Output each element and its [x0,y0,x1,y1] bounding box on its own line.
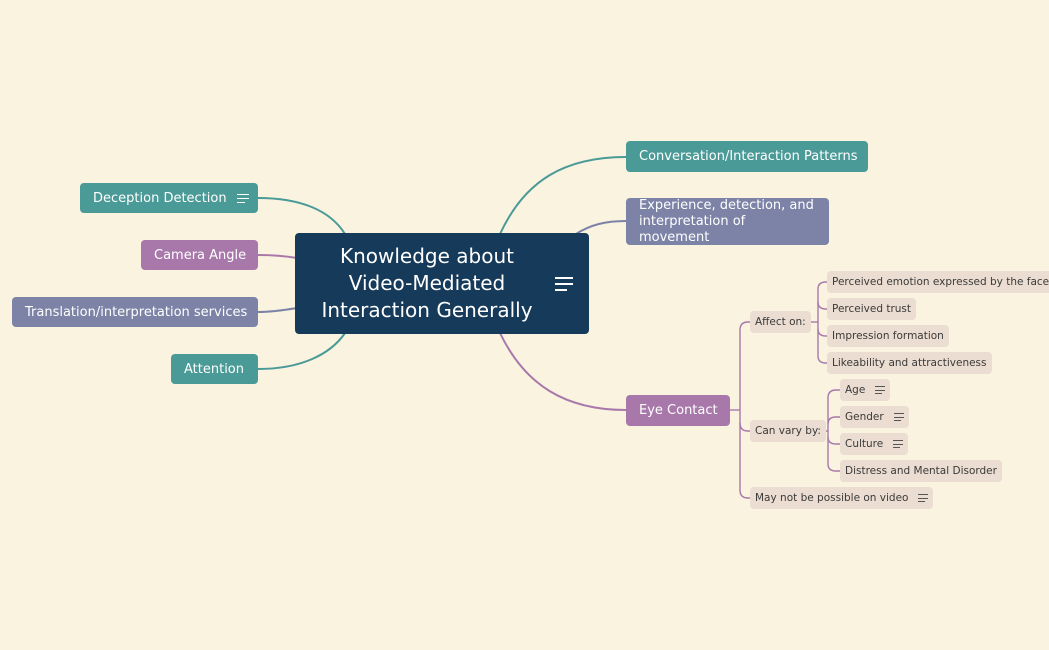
subtopic-distress[interactable]: Distress and Mental Disorder [840,460,1002,482]
subtopic-perceived-trust[interactable]: Perceived trust [827,298,917,320]
eye-contact-sublinks [730,281,840,499]
topic-deception-detection[interactable]: Deception Detection [80,183,258,213]
topic-movement[interactable]: Experience, detection, and interpretatio… [626,198,829,245]
topic-label: Experience, detection, and interpretatio… [639,197,814,245]
link-movement [575,220,627,235]
notes-icon[interactable] [875,386,886,395]
subtopic-label: Affect on: [755,316,806,328]
topic-eye-contact[interactable]: Eye Contact [626,395,730,426]
topic-label: Camera Angle [154,247,247,263]
subtopic-gender[interactable]: Gender [840,406,909,428]
topic-label: Translation/interpretation services [25,304,248,320]
subtopic-culture[interactable]: Culture [840,433,909,455]
topic-label: Deception Detection [93,190,227,206]
link-deception [257,197,346,235]
subtopic-impression-formation[interactable]: Impression formation [827,325,949,347]
subtopic-affect-on[interactable]: Affect on: [750,311,811,333]
subtopic-perceived-emotion[interactable]: Perceived emotion expressed by the face [827,271,1049,293]
topic-conversation-patterns[interactable]: Conversation/Interaction Patterns [626,141,868,172]
subtopic-label: Perceived emotion expressed by the face [832,276,1049,288]
topic-label: Attention [184,361,244,377]
link-attention [257,332,346,370]
topic-attention[interactable]: Attention [171,354,258,384]
topic-label: Eye Contact [639,403,718,418]
notes-icon[interactable] [555,276,573,291]
subtopic-label: Perceived trust [832,303,912,315]
subtopic-label: Impression formation [832,330,944,342]
topic-translation-services[interactable]: Translation/interpretation services [12,297,258,327]
link-eye-contact [499,332,627,411]
central-topic[interactable]: Knowledge about Video-Mediated Interacti… [295,233,589,334]
topic-label: Conversation/Interaction Patterns [639,149,858,164]
notes-icon[interactable] [893,440,904,449]
notes-icon[interactable] [893,413,904,422]
link-camera [257,254,298,259]
notes-icon[interactable] [918,494,929,503]
central-topic-title: Knowledge about Video-Mediated Interacti… [321,244,533,322]
subtopic-label: Gender [845,411,884,423]
subtopic-can-vary-by[interactable]: Can vary by: [750,420,826,442]
subtopic-age[interactable]: Age [840,379,891,401]
link-translation [257,307,298,313]
subtopic-label: Age [845,384,866,396]
subtopic-label: Culture [845,438,884,450]
subtopic-label: Distress and Mental Disorder [845,465,997,477]
subtopic-label: Likeability and attractiveness [832,357,987,369]
subtopic-likeability[interactable]: Likeability and attractiveness [827,352,992,374]
notes-icon[interactable] [236,193,249,203]
subtopic-label: Can vary by: [755,425,821,437]
topic-camera-angle[interactable]: Camera Angle [141,240,258,270]
subtopic-not-possible-on-video[interactable]: May not be possible on video [750,487,934,509]
link-conversation [499,156,627,235]
subtopic-label: May not be possible on video [755,492,909,504]
